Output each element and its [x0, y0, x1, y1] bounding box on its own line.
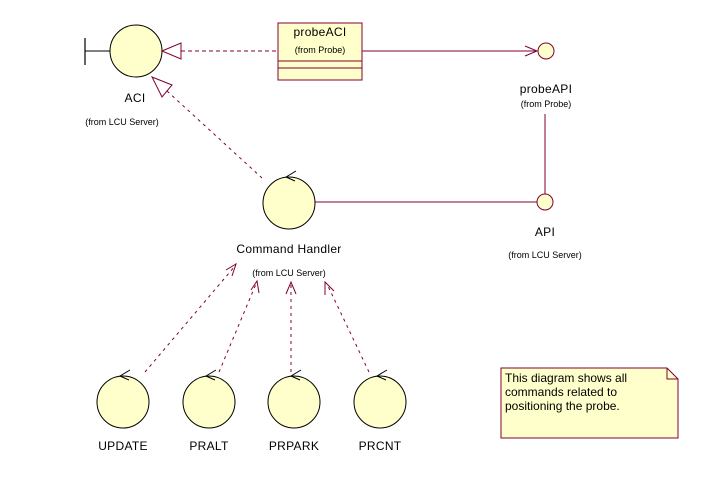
- prpark-name-label: PRPARK: [268, 439, 320, 453]
- note-fold-corner: [666, 368, 678, 380]
- api-name-label: API: [534, 225, 556, 239]
- dependency-update-to-commandhandler[interactable]: [144, 262, 237, 373]
- probeapi-name-label: probeAPI: [519, 82, 573, 96]
- commandhandler-name-label: Command Handler: [236, 242, 342, 256]
- control-circle: [262, 176, 316, 230]
- dashed-line: [326, 283, 370, 373]
- note-line: commands related to: [505, 385, 618, 399]
- boundary-circle: [109, 24, 163, 78]
- update-control-node[interactable]: [96, 369, 150, 429]
- dependency-pralt-to-commandhandler[interactable]: [218, 279, 260, 373]
- realization-arrowhead: [150, 76, 173, 98]
- dependency-prcnt-to-commandhandler[interactable]: [324, 280, 370, 373]
- control-arrow-icon: [284, 170, 297, 182]
- probeaci-class-box[interactable]: [277, 22, 363, 81]
- open-arrowhead: [250, 279, 260, 294]
- association-probeaci-to-probeapi[interactable]: [362, 45, 539, 57]
- control-circle: [96, 375, 150, 429]
- control-arrow-icon: [118, 369, 131, 381]
- prpark-control-node[interactable]: [267, 369, 321, 429]
- pralt-name-label: PRALT: [189, 439, 229, 453]
- prcnt-control-node[interactable]: [353, 369, 407, 429]
- aci-name-label: ACI: [124, 91, 146, 105]
- realization-commandhandler-to-aci[interactable]: [150, 76, 263, 179]
- probeapi-interface-lollipop[interactable]: [537, 42, 555, 60]
- open-arrowhead: [225, 262, 237, 277]
- dashed-line: [218, 283, 257, 373]
- dashed-line: [166, 90, 263, 179]
- dependency-prpark-to-commandhandler[interactable]: [285, 280, 297, 372]
- realization-arrowhead: [160, 42, 182, 60]
- note-line: This diagram shows all: [505, 371, 628, 385]
- aci-boundary-node[interactable]: [84, 24, 163, 78]
- control-arrow-icon: [289, 369, 302, 381]
- control-arrow-icon: [375, 369, 388, 381]
- open-arrowhead: [324, 280, 335, 295]
- api-interface-lollipop[interactable]: [536, 193, 554, 211]
- api-package-label: (from LCU Server): [508, 250, 582, 260]
- control-circle: [182, 375, 236, 429]
- commandhandler-package-label: (from LCU Server): [252, 268, 326, 278]
- pralt-control-node[interactable]: [182, 369, 236, 429]
- probeapi-package-label: (from Probe): [520, 99, 572, 109]
- probeaci-name-label: probeACI: [293, 25, 347, 39]
- control-circle: [267, 375, 321, 429]
- control-arrow-icon: [204, 369, 217, 381]
- aci-package-label: (from LCU Server): [85, 117, 159, 127]
- open-arrowhead: [524, 45, 539, 57]
- note-line: positioning the probe.: [505, 399, 620, 413]
- realization-probeaci-to-aci[interactable]: [160, 42, 277, 60]
- control-circle: [353, 375, 407, 429]
- prcnt-name-label: PRCNT: [358, 439, 402, 453]
- update-name-label: UPDATE: [98, 439, 148, 453]
- dashed-line: [144, 265, 236, 373]
- open-arrowhead: [285, 280, 297, 295]
- note-text: This diagram shows all commands related …: [505, 371, 627, 413]
- note-shape[interactable]: [500, 367, 679, 439]
- commandhandler-control-node[interactable]: [262, 170, 316, 230]
- probeaci-package-label: (from Probe): [294, 45, 346, 55]
